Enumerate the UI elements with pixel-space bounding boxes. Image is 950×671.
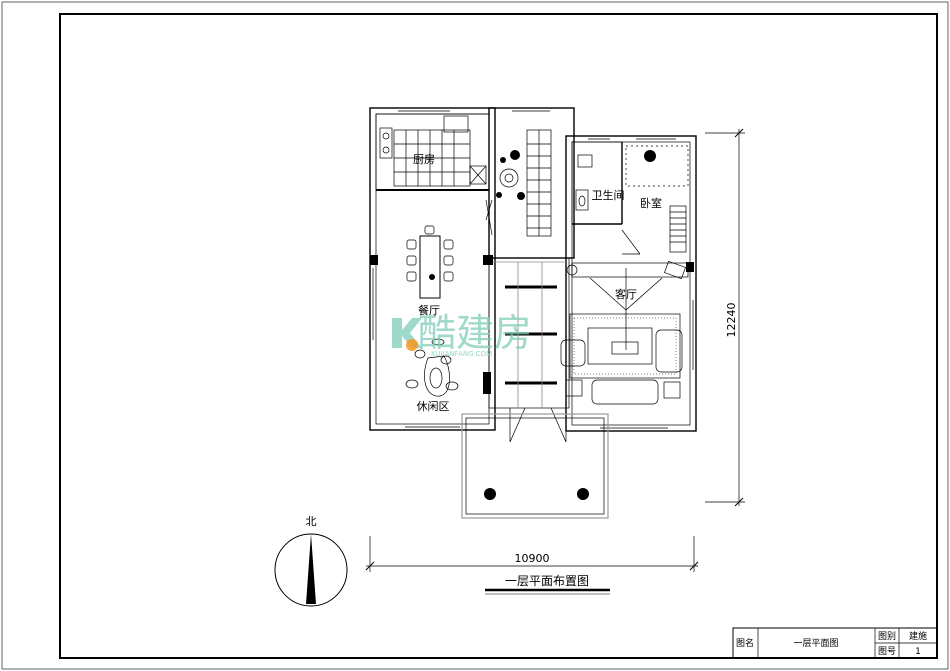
title-block-name-label: 图名 xyxy=(736,637,754,649)
room-label-bedroom: 卧室 xyxy=(640,196,662,210)
dining-table xyxy=(406,225,454,299)
dimension-width-label: 10900 xyxy=(515,552,550,565)
room-label-living: 客厅 xyxy=(615,287,637,301)
dimension-width xyxy=(365,536,699,572)
title-block-name-value: 一层平面图 xyxy=(793,638,838,649)
title-block-number-value: 1 xyxy=(915,647,921,657)
title-block-category-value: 建施 xyxy=(909,630,927,642)
room-label-dining: 餐厅 xyxy=(418,303,440,317)
room-label-leisure: 休闲区 xyxy=(417,399,450,413)
room-label-kitchen: 厨房 xyxy=(413,153,435,166)
plan-title: 一层平面布置图 xyxy=(505,574,589,588)
dimension-height xyxy=(705,128,745,507)
living-room-furniture xyxy=(560,260,689,405)
title-block-category-label: 图别 xyxy=(878,631,896,642)
kitchen xyxy=(375,113,490,191)
leisure-furniture xyxy=(405,338,459,397)
title-block xyxy=(732,627,938,659)
staircase xyxy=(485,129,552,237)
dimension-height-label: 12240 xyxy=(725,303,738,338)
bathroom xyxy=(571,141,623,225)
windows xyxy=(369,107,697,432)
hall-beams xyxy=(505,285,557,385)
entrance-porch xyxy=(461,407,609,519)
bedroom xyxy=(621,145,689,255)
title-block-number-label: 图号 xyxy=(878,646,896,657)
north-arrow-icon xyxy=(274,533,348,607)
north-label: 北 xyxy=(306,515,317,528)
structural-columns xyxy=(370,255,694,394)
room-label-bathroom: 卫生间 xyxy=(592,188,625,202)
hall-grid xyxy=(493,261,566,408)
watermark-url: KUJIANFANG.COM xyxy=(431,350,492,358)
watermark-brand: 酷建房 xyxy=(418,311,532,355)
drawing-frame xyxy=(59,13,938,659)
watermark-logo: 酷建房 KUJIANFANG.COM xyxy=(392,311,532,358)
